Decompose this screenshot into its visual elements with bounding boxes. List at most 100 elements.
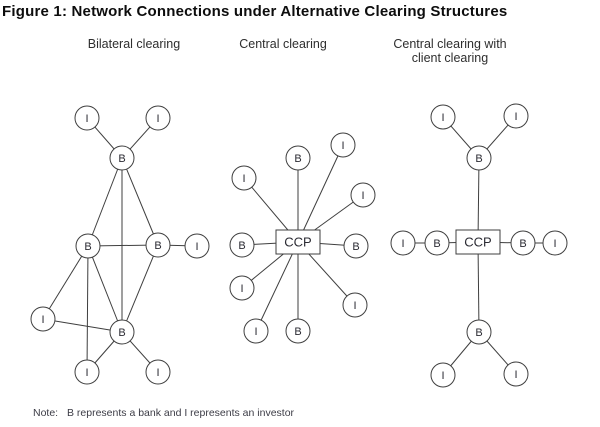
bank-node: B xyxy=(145,232,171,258)
panel-header-client-clearing: Central clearing with client clearing xyxy=(393,37,507,65)
node-label: B xyxy=(433,238,440,250)
node-circle-shape xyxy=(424,230,450,256)
node-label: I xyxy=(441,112,444,124)
bank-node: B xyxy=(109,145,135,171)
bank-node: B xyxy=(510,230,536,256)
bank-node: B xyxy=(109,319,135,345)
node-label: I xyxy=(361,190,364,202)
node-label: I xyxy=(254,326,257,338)
node-circle-shape xyxy=(74,105,100,131)
panel-bilateral-clearing: I I B B B I I B I I xyxy=(30,105,210,385)
node-circle-shape xyxy=(229,232,255,258)
edge-b2-b4 xyxy=(87,245,123,333)
investor-node: I xyxy=(342,292,368,318)
investor-node: I xyxy=(330,132,356,158)
note-text: B represents a bank and I represents an … xyxy=(67,407,295,419)
node-label: I xyxy=(401,238,404,250)
investor-node: I xyxy=(243,318,269,344)
node-label: I xyxy=(156,367,159,379)
edge-i5-ccp xyxy=(255,241,299,332)
node-label: I xyxy=(85,367,88,379)
bank-node: B xyxy=(285,145,311,171)
node-label: B xyxy=(475,327,482,339)
node-circle-shape xyxy=(503,361,529,387)
node-circle-shape xyxy=(145,232,171,258)
node-label: I xyxy=(240,283,243,295)
bank-node: B xyxy=(424,230,450,256)
ccp-box-shape xyxy=(275,229,321,255)
node-circle-shape xyxy=(503,103,529,129)
node-circle-shape xyxy=(430,362,456,388)
bank-node: B xyxy=(466,319,492,345)
node-label: CCP xyxy=(284,235,311,250)
node-label: B xyxy=(294,326,301,338)
note-label: Note: xyxy=(33,407,59,419)
node-circle-shape xyxy=(229,275,255,301)
bank-node: B xyxy=(285,318,311,344)
node-circle-shape xyxy=(342,292,368,318)
node-label: I xyxy=(514,369,517,381)
node-circle-shape xyxy=(466,319,492,345)
node-circle-shape xyxy=(390,230,416,256)
investor-node: I xyxy=(231,165,257,191)
node-circle-shape xyxy=(510,230,536,256)
node-label: B xyxy=(294,153,301,165)
node-circle-shape xyxy=(243,318,269,344)
node-label: B xyxy=(154,240,161,252)
investor-node: I xyxy=(350,182,376,208)
edge-i1-ccp xyxy=(297,144,344,243)
node-circle-shape xyxy=(430,104,456,130)
node-label: B xyxy=(519,238,526,250)
edge-i4-b4 xyxy=(42,318,123,333)
bank-node: B xyxy=(229,232,255,258)
edge-ccp-b4 xyxy=(477,241,480,333)
node-circle-shape xyxy=(330,132,356,158)
edge-b2-i5 xyxy=(86,245,89,373)
edge-b1-b3 xyxy=(121,157,159,246)
node-circle-shape xyxy=(109,145,135,171)
node-label: B xyxy=(84,241,91,253)
node-circle-shape xyxy=(285,145,311,171)
node-label: B xyxy=(475,153,482,165)
investor-node: I xyxy=(74,105,100,131)
investor-node: I xyxy=(30,306,56,332)
node-circle-shape xyxy=(75,233,101,259)
node-label: B xyxy=(118,327,125,339)
node-circle-shape xyxy=(145,105,171,131)
investor-node: I xyxy=(430,104,456,130)
ccp-node: CCP xyxy=(455,229,501,255)
node-circle-shape xyxy=(145,359,171,385)
investor-node: I xyxy=(145,359,171,385)
investor-node: I xyxy=(145,105,171,131)
node-label: I xyxy=(195,241,198,253)
edge-b1-b2 xyxy=(87,157,123,247)
node-label: I xyxy=(41,314,44,326)
edge-b2-i4 xyxy=(42,245,89,320)
node-label: I xyxy=(353,300,356,312)
node-label: I xyxy=(242,173,245,185)
edge-b3-b4 xyxy=(121,244,159,333)
investor-node: I xyxy=(503,103,529,129)
node-label: B xyxy=(352,241,359,253)
panel-header-central-clearing: Central clearing xyxy=(239,37,327,51)
node-label: B xyxy=(238,240,245,252)
edge-b1-ccp xyxy=(477,157,480,243)
investor-node: I xyxy=(542,230,568,256)
node-label: I xyxy=(85,113,88,125)
node-circle-shape xyxy=(74,359,100,385)
investor-node: I xyxy=(503,361,529,387)
figure-note: Note: B represents a bank and I represent… xyxy=(33,407,294,419)
bank-node: B xyxy=(343,233,369,259)
bank-node: B xyxy=(466,145,492,171)
node-label: CCP xyxy=(464,235,491,250)
panel-header-bilateral-clearing: Bilateral clearing xyxy=(87,37,181,51)
node-circle-shape xyxy=(231,165,257,191)
node-circle-shape xyxy=(285,318,311,344)
bank-node: B xyxy=(75,233,101,259)
node-label: B xyxy=(118,153,125,165)
investor-node: I xyxy=(390,230,416,256)
node-circle-shape xyxy=(466,145,492,171)
node-circle-shape xyxy=(542,230,568,256)
